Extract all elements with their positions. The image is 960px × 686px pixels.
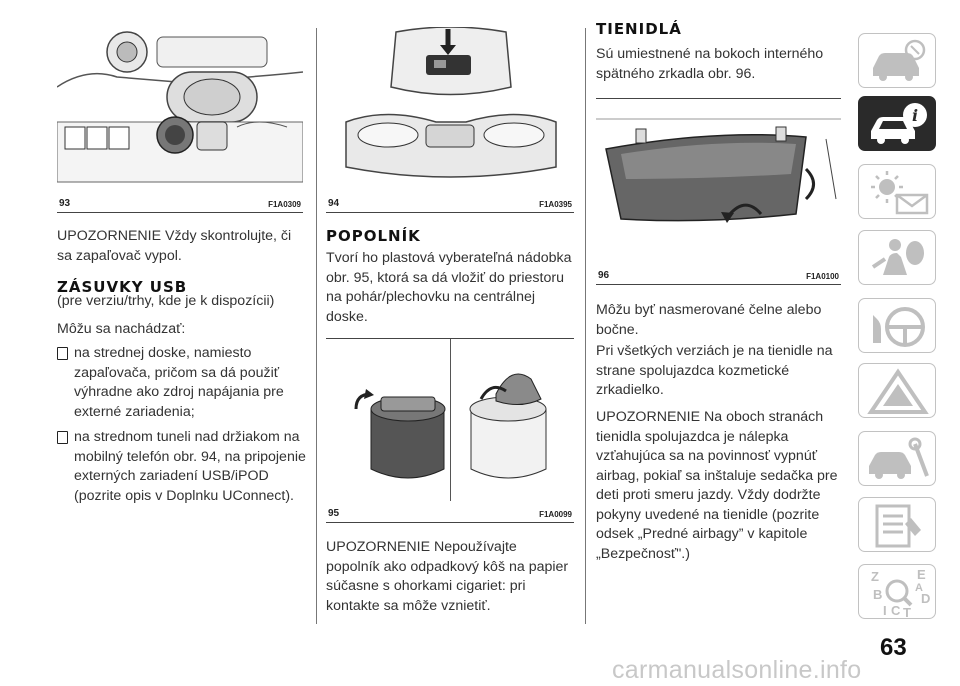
index-letter: C bbox=[891, 603, 901, 618]
sun-visor-airbag-warning: UPOZORNENIE Na oboch stranách tienidla s… bbox=[596, 409, 838, 562]
figure-94: 94 F1A0395 bbox=[326, 27, 574, 213]
ashtray-illustration bbox=[354, 373, 547, 479]
car-service-icon bbox=[869, 437, 929, 479]
figure-96: 96 F1A0100 bbox=[596, 98, 841, 285]
tab-technical-data[interactable] bbox=[858, 497, 936, 552]
sun-visor-orientation: Môžu byť nasmerované čelne alebo bočne. bbox=[596, 302, 822, 338]
tab-knowing-your-vehicle[interactable]: i bbox=[858, 96, 936, 151]
usb-availability-note: (pre verziu/trhy, kde je k dispozícii) bbox=[57, 293, 275, 309]
car-info-icon: i bbox=[871, 103, 927, 144]
tab-index[interactable]: Z E B D A I C T bbox=[858, 564, 936, 620]
dashboard-lighter-illustration bbox=[57, 27, 303, 212]
figure-number: 94 bbox=[328, 198, 340, 209]
tab-safety[interactable] bbox=[858, 230, 936, 285]
figure-code: F1A0395 bbox=[539, 200, 572, 209]
usb-bullet-list: na strednej doske, namiesto zapaľovača, … bbox=[57, 344, 307, 506]
usb-port-illustration bbox=[326, 27, 574, 212]
index-icon: Z E B D A I C T bbox=[871, 567, 930, 620]
figure-code: F1A0309 bbox=[268, 200, 301, 209]
tab-maintenance[interactable] bbox=[858, 431, 936, 486]
figure-code: F1A0100 bbox=[806, 272, 839, 281]
lighter-warning: UPOZORNENIE Vždy skontrolujte, či sa zap… bbox=[57, 228, 292, 264]
airbag-safety-icon bbox=[871, 239, 924, 275]
index-letter: I bbox=[883, 603, 887, 618]
tab-emergency[interactable] bbox=[858, 363, 936, 418]
list-item: na strednej doske, namiesto zapaľovača, … bbox=[57, 344, 307, 422]
sun-visor-mirror-note: Pri všetkých verziách je na tienidle na … bbox=[596, 343, 833, 398]
index-letter: E bbox=[917, 567, 926, 582]
ashtray-description: Tvorí ho plastová vyberateľná nádobka ob… bbox=[326, 250, 572, 325]
index-letter: A bbox=[915, 582, 923, 594]
column-divider bbox=[585, 28, 586, 624]
sun-visor-illustration bbox=[596, 118, 841, 223]
tab-warning-lights[interactable] bbox=[858, 164, 936, 219]
checkbox-bullet-icon bbox=[57, 347, 68, 360]
index-letter: D bbox=[921, 591, 930, 606]
page-number: 63 bbox=[880, 634, 907, 661]
sun-visor-heading: TIENIDLÁ bbox=[596, 20, 682, 38]
figure-number: 95 bbox=[328, 508, 340, 519]
figure-95: 95 F1A0099 bbox=[326, 338, 574, 523]
bullet-text: na strednom tuneli nad držiakom na mobil… bbox=[74, 429, 306, 504]
list-item: na strednom tuneli nad držiakom na mobil… bbox=[57, 428, 307, 506]
steering-wheel-icon bbox=[873, 307, 925, 347]
usb-heading: ZÁSUVKY USB bbox=[57, 278, 188, 296]
figure-number: 93 bbox=[59, 198, 71, 209]
figure-code: F1A0099 bbox=[539, 510, 572, 519]
tab-dashboard[interactable] bbox=[858, 33, 936, 88]
index-letter: Z bbox=[871, 569, 879, 584]
bullet-text: na strednej doske, namiesto zapaľovača, … bbox=[74, 345, 284, 420]
warning-triangle-icon bbox=[867, 368, 929, 414]
column-divider bbox=[316, 28, 317, 624]
ashtray-warning: UPOZORNENIE Nepoužívajte popolník ako od… bbox=[326, 539, 569, 614]
sun-visor-location: Sú umiestnené na bokoch interného spätné… bbox=[596, 46, 824, 82]
index-letter: B bbox=[873, 587, 882, 602]
ashtray-heading: POPOLNÍK bbox=[326, 227, 421, 245]
watermark: carmanualsonline.info bbox=[612, 656, 862, 684]
tab-starting-driving[interactable] bbox=[858, 298, 936, 353]
figure-93: 93 F1A0309 bbox=[57, 27, 303, 213]
usb-intro: Môžu sa nachádzať: bbox=[57, 321, 186, 337]
index-letter: T bbox=[903, 605, 911, 620]
technical-data-icon bbox=[875, 504, 921, 548]
checkbox-bullet-icon bbox=[57, 431, 68, 444]
warning-lights-icon bbox=[871, 171, 929, 215]
car-dashboard-icon bbox=[873, 39, 926, 81]
info-glyph: i bbox=[912, 106, 918, 125]
figure-number: 96 bbox=[598, 270, 610, 281]
